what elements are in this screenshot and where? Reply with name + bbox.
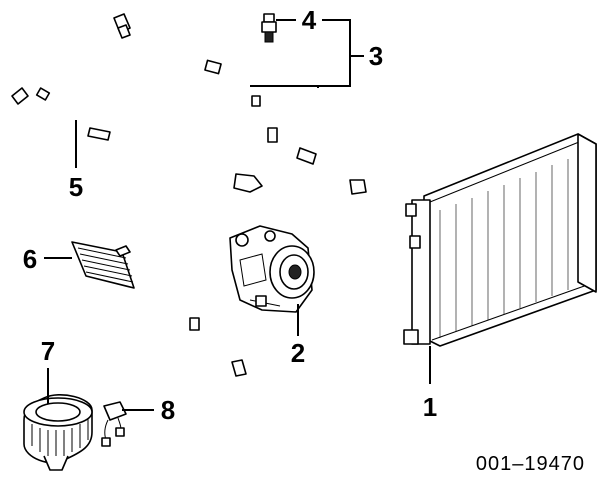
- ac-hose-part-5: [11, 87, 247, 377]
- vent-grille-part-6: [71, 241, 135, 289]
- ac-compressor-part-2: [229, 225, 315, 313]
- callout-8: 8: [161, 395, 175, 425]
- callout-4: 4: [302, 5, 317, 35]
- diagram-part-number: 001–19470: [476, 453, 585, 475]
- callout-7: 7: [41, 336, 55, 366]
- callout-2: 2: [291, 338, 305, 368]
- callout-5: 5: [69, 172, 83, 202]
- condenser-part-1: [403, 133, 597, 347]
- callout-3: 3: [369, 41, 383, 71]
- callout-6: 6: [23, 244, 37, 274]
- ac-hose-assembly-part-3: [113, 13, 367, 195]
- leader-lines: [44, 19, 431, 411]
- blower-resistor-part-8: [101, 401, 127, 447]
- pressure-switch-part-4: [261, 13, 277, 43]
- blower-motor-part-7: [23, 394, 93, 471]
- callout-1: 1: [423, 392, 437, 422]
